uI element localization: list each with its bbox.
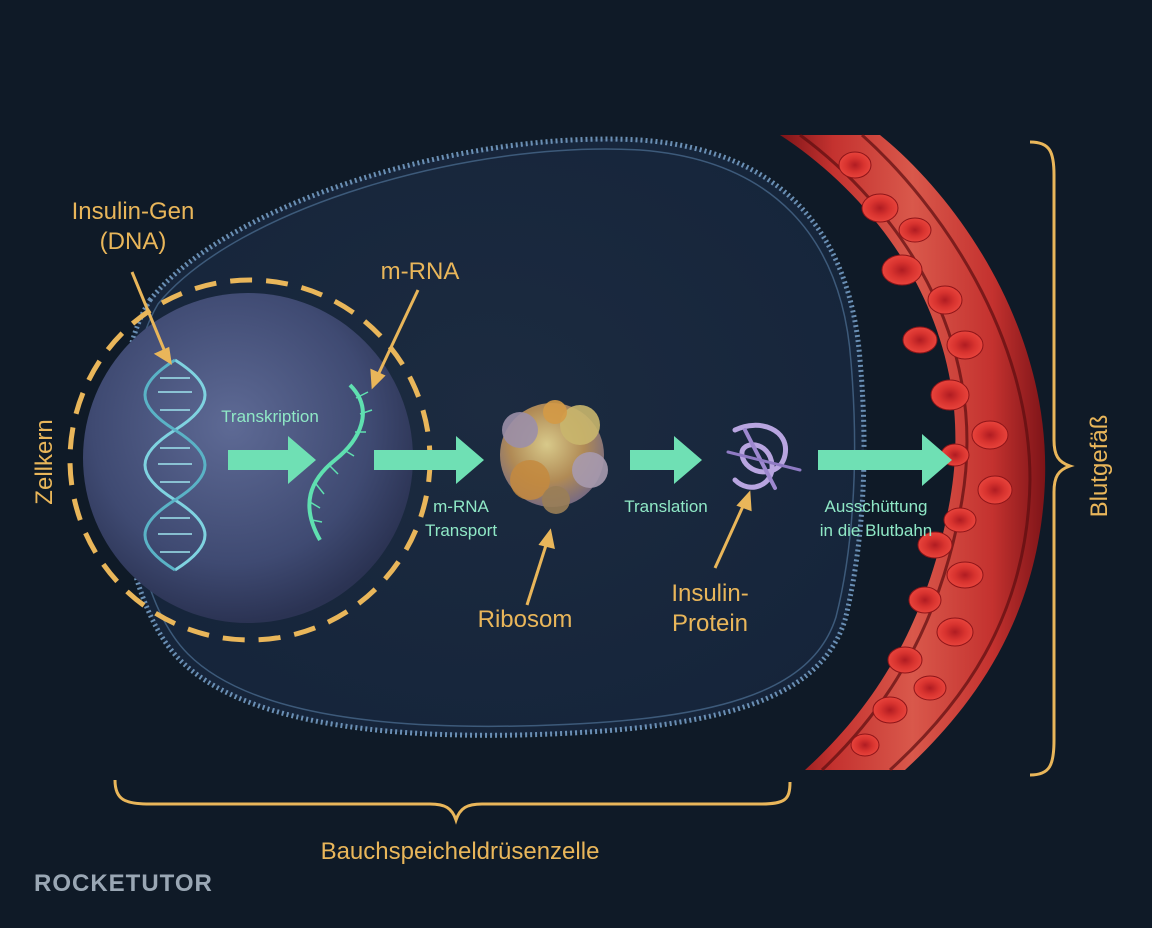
arrow-translation — [630, 436, 702, 484]
cell-membrane-inner — [127, 148, 856, 728]
label-dna: (DNA) — [99, 228, 167, 255]
label-mrna-transport-line1: m-RNA — [433, 497, 489, 516]
arrow-transkription — [228, 436, 316, 484]
label-blutgefaess: Blutgefäß — [1086, 414, 1113, 518]
pointer-arrows — [130, 271, 752, 606]
label-ribosom: Ribosom — [477, 606, 573, 633]
label-insulin-protein-line1: Insulin- — [671, 580, 749, 607]
label-transkription: Transkription — [221, 407, 319, 426]
blood-vessel — [780, 133, 1046, 772]
arrow-ausschuettung — [818, 434, 952, 486]
dna-helix-icon — [143, 358, 207, 572]
label-translation: Translation — [624, 497, 708, 516]
process-arrows — [228, 434, 952, 486]
label-ausschuettung-line1: Ausschüttung — [824, 497, 928, 516]
label-bauchspeicheldruesenzelle: Bauchspeicheldrüsenzelle — [320, 838, 600, 865]
label-ausschuettung-line2: in die Blutbahn — [819, 521, 933, 540]
label-mrna-transport-line2: Transport — [424, 521, 498, 540]
red-blood-cells — [838, 151, 1013, 757]
label-mrna: m-RNA — [380, 258, 460, 285]
label-zellkern: Zellkern — [31, 419, 58, 505]
mrna-strand-icon — [307, 383, 373, 541]
ribosome-icon — [500, 400, 608, 514]
cell-brace — [113, 779, 792, 825]
label-insulin-protein-line2: Protein — [671, 610, 749, 637]
label-insulin-gen: Insulin-Gen — [71, 198, 195, 225]
insulin-protein-icon — [726, 422, 802, 490]
brand-logo: ROCKETUTOR — [34, 870, 213, 897]
vessel-brace — [1029, 140, 1075, 777]
arrow-mrna-transport — [374, 436, 484, 484]
